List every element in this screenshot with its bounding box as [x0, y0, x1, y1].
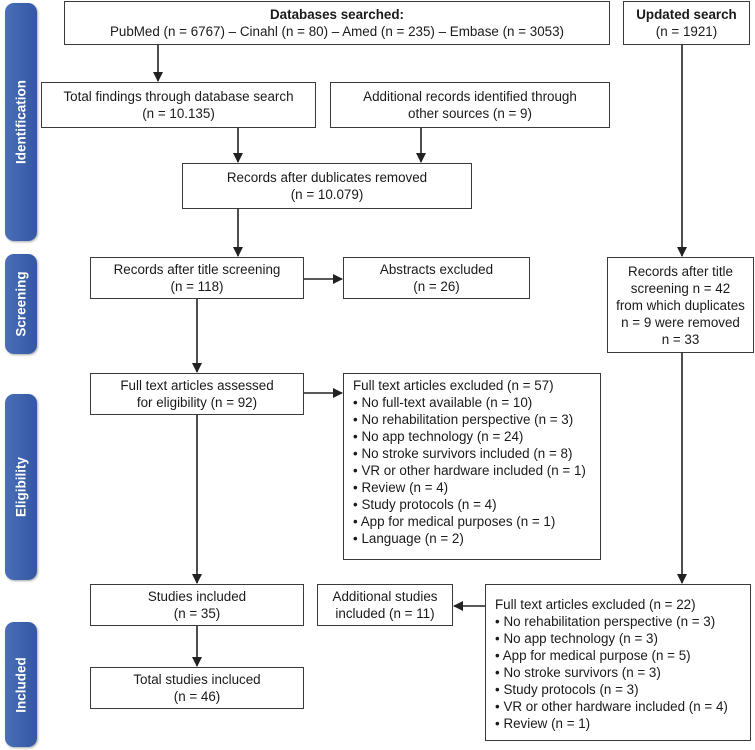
updated-screening-line4: n = 9 were removed	[621, 314, 740, 330]
list-item: • VR or other hardware included (n = 4)	[495, 699, 728, 714]
list-item: • No app technology (n = 24)	[353, 429, 524, 444]
databases-title: Databases searched:	[270, 7, 404, 22]
title-screening-line1: Records after title screening	[113, 262, 281, 277]
stage-identification-label: Identification	[13, 80, 29, 164]
additional-records-line2: other sources (n = 9)	[408, 106, 532, 121]
full-text-excluded-list: • No full-text available (n = 10) • No r…	[353, 394, 600, 547]
updated-search-title: Updated search	[636, 7, 737, 22]
additional-records-box: Additional records identified through ot…	[330, 82, 610, 128]
abstracts-excluded-line2: (n = 26)	[413, 279, 460, 294]
stage-included: Included	[5, 622, 37, 747]
after-duplicates-box: Records after dublicates removed (n = 10…	[182, 163, 472, 209]
additional-records-line1: Additional records identified through	[363, 89, 577, 104]
additional-studies-line2: included (n = 11)	[335, 606, 435, 621]
additional-studies-line1: Additional studies	[332, 589, 438, 604]
list-item: • No stroke survivors (n = 3)	[495, 665, 661, 680]
title-screening-box: Records after title screening (n = 118)	[90, 257, 304, 299]
studies-included-box: Studies included (n = 35)	[90, 584, 304, 626]
full-text-excluded-box: Full text articles excluded (n = 57) • N…	[343, 373, 601, 560]
abstracts-excluded-line1: Abstracts excluded	[379, 262, 494, 277]
list-item: • Review (n = 4)	[353, 480, 449, 495]
full-text-excluded-title: Full text articles excluded (n = 57)	[353, 378, 554, 393]
total-included-line1: Total studies incluced	[133, 672, 261, 687]
updated-screening-line2: screening n = 42	[630, 280, 731, 296]
list-item: • App for medical purposes (n = 1)	[353, 514, 556, 529]
after-duplicates-line1: Records after dublicates removed	[226, 170, 428, 185]
list-item: • No rehabilitation perspective (n = 3)	[353, 412, 574, 427]
total-findings-box: Total findings through database search (…	[41, 82, 316, 128]
studies-included-line2: (n = 35)	[173, 606, 221, 621]
list-item: • Language (n = 2)	[353, 531, 464, 546]
total-findings-line1: Total findings through database search	[63, 89, 294, 104]
updated-screening-box: Records after title screening n = 42 fro…	[607, 257, 754, 353]
updated-screening-line1: Records after title	[628, 263, 733, 279]
list-item: • Study protocols (n = 4)	[353, 497, 497, 512]
total-included-box: Total studies incluced (n = 46)	[90, 667, 304, 709]
updated-search-box: Updated search (n = 1921)	[623, 1, 750, 45]
list-item: • Review (n = 1)	[495, 716, 591, 731]
databases-box: Databases searched: PubMed (n = 6767) – …	[64, 1, 610, 45]
stage-identification: Identification	[5, 3, 37, 241]
list-item: • Study protocols (n = 3)	[495, 682, 639, 697]
stage-screening: Screening	[5, 254, 37, 354]
full-text-assessed-line1: Full text articles assessed	[120, 378, 274, 393]
full-text-assessed-box: Full text articles assessed for eligibil…	[90, 373, 304, 415]
studies-included-line1: Studies included	[147, 589, 247, 604]
databases-line: PubMed (n = 6767) – Cinahl (n = 80) – Am…	[109, 24, 565, 39]
updated-screening-line3: from which duplicates	[616, 297, 745, 313]
updated-search-count: (n = 1921)	[655, 24, 718, 39]
additional-studies-box: Additional studies included (n = 11)	[317, 584, 453, 626]
list-item: • No stroke survivors included (n = 8)	[353, 446, 573, 461]
title-screening-line2: (n = 118)	[170, 279, 224, 294]
stage-eligibility: Eligibility	[5, 394, 37, 580]
total-findings-line2: (n = 10.135)	[142, 106, 215, 121]
list-item: • No app technology (n = 3)	[495, 631, 658, 646]
updated-screening-line5: n = 33	[661, 331, 700, 347]
after-duplicates-line2: (n = 10.079)	[290, 187, 364, 202]
stage-screening-label: Screening	[13, 271, 29, 337]
total-included-line2: (n = 46)	[173, 689, 221, 704]
list-item: • VR or other hardware included (n = 1)	[353, 463, 586, 478]
list-item: • App for medical purpose (n = 5)	[495, 648, 691, 663]
updated-excluded-list: • No rehabilitation perspective (n = 3) …	[495, 613, 750, 732]
updated-excluded-box: Full text articles excluded (n = 22) • N…	[485, 584, 751, 741]
list-item: • No rehabilitation perspective (n = 3)	[495, 614, 716, 629]
list-item: • No full-text available (n = 10)	[353, 395, 533, 410]
full-text-assessed-line2: for eligibility (n = 92)	[136, 395, 258, 410]
stage-included-label: Included	[13, 656, 29, 713]
stage-eligibility-label: Eligibility	[13, 456, 29, 518]
updated-excluded-title: Full text articles excluded (n = 22)	[495, 597, 696, 612]
abstracts-excluded-box: Abstracts excluded (n = 26)	[343, 257, 530, 299]
